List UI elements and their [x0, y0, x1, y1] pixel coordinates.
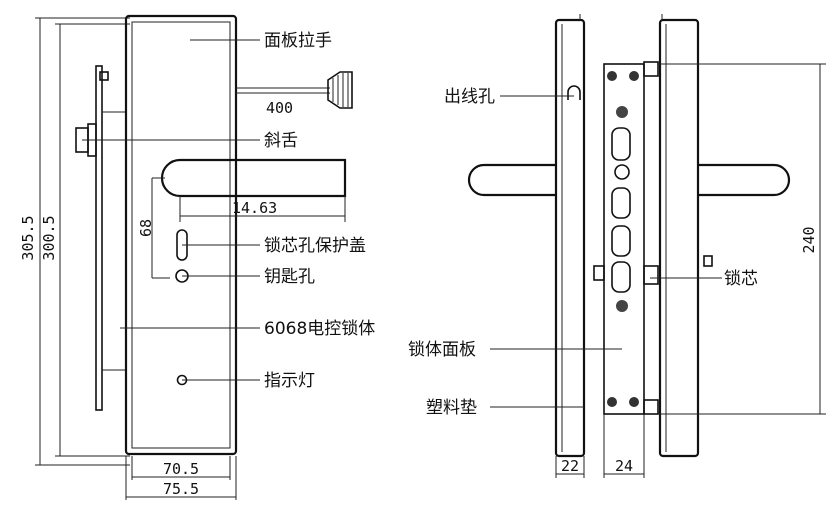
label-cylinder-cover: 锁芯孔保护盖: [264, 236, 366, 256]
side-panel-outer: [554, 14, 586, 458]
side-faceplate: [603, 63, 645, 415]
label-panel-handle: 面板拉手: [264, 31, 332, 51]
side-spacers: [593, 61, 713, 415]
front-panel: [124, 14, 238, 456]
label-keyhole: 钥匙孔: [264, 267, 315, 287]
side-handle-left: [467, 163, 556, 197]
label-plastic-pad: 塑料垫: [426, 398, 477, 418]
lock-body-rails: [95, 65, 126, 411]
dim-handle-length: 14.63: [232, 199, 277, 217]
dim-width-outer: 75.5: [163, 480, 199, 498]
dim-side-thick-a: 22: [561, 457, 579, 475]
dim-key-distance: 68: [137, 219, 155, 237]
dim-height-inner: 300.5: [40, 215, 58, 260]
label-outlet: 出线孔: [444, 87, 495, 107]
dim-side-height-lines: [658, 63, 826, 415]
dim-width-lines: [125, 456, 237, 500]
right-leaders: [490, 95, 722, 408]
dim-width-inner: 70.5: [163, 460, 199, 478]
dim-side-width-lines: [555, 414, 645, 478]
label-faceplate: 锁体面板: [408, 340, 476, 360]
side-outlet: [567, 85, 581, 100]
dim-side-thick-b: 24: [615, 457, 633, 475]
label-latch: 斜舌: [264, 131, 298, 151]
side-panel-inner: [658, 14, 700, 458]
front-handle: [160, 158, 347, 198]
label-lock-cylinder: 锁芯: [724, 269, 758, 289]
dim-height-outer: 305.5: [19, 215, 37, 260]
cable: [236, 71, 353, 109]
side-handle-right: [698, 163, 791, 197]
left-leaders: [82, 39, 260, 381]
dim-handle-lines: [151, 177, 346, 279]
dim-cable-length: 400: [266, 99, 293, 117]
dim-side-height: 240: [800, 226, 818, 253]
label-indicator: 指示灯: [264, 371, 315, 391]
dim-height-lines: [35, 17, 130, 466]
label-lock-body: 6068电控锁体: [264, 319, 375, 339]
